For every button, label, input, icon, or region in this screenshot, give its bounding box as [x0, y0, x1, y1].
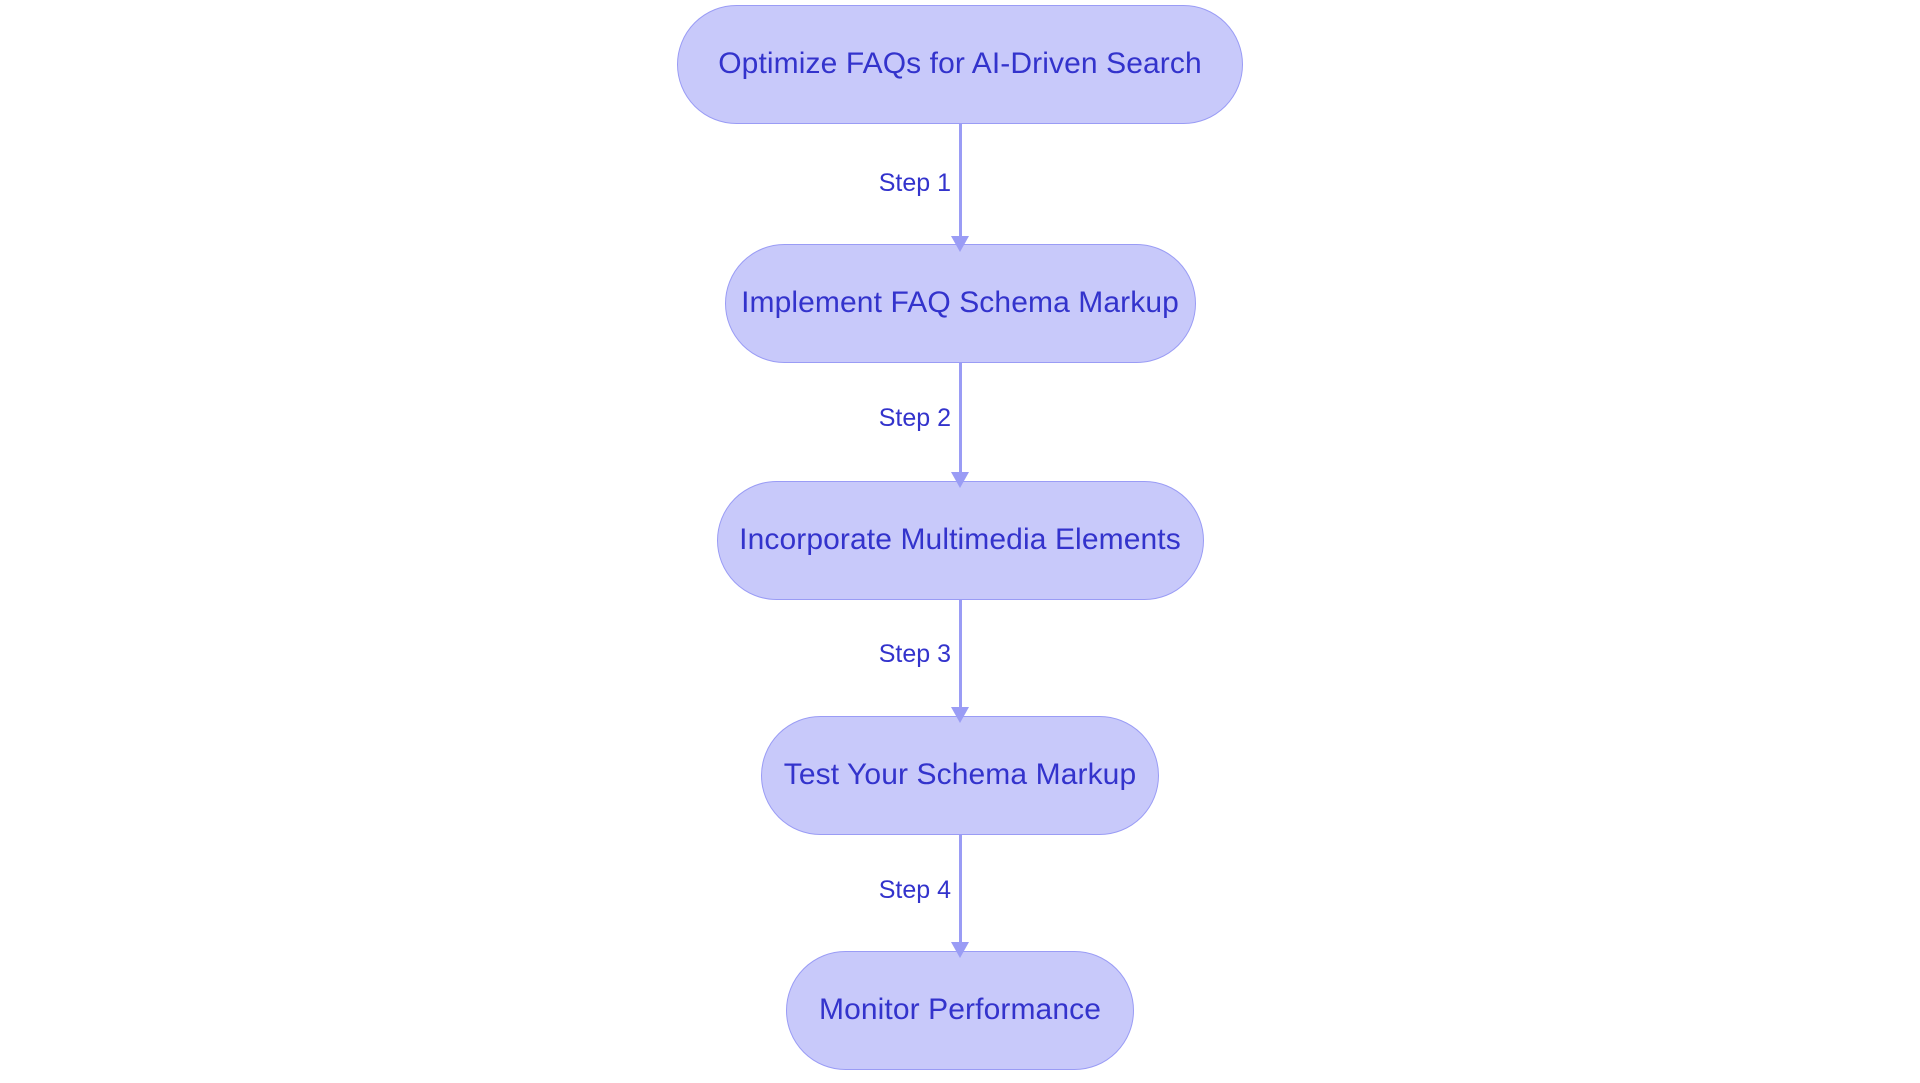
edge-line	[958, 362, 962, 472]
edge-line	[958, 124, 962, 236]
arrow-down-icon	[951, 707, 969, 723]
flowchart-node-test-your-schema-markup[interactable]: Test Your Schema Markup	[761, 715, 1159, 835]
edge-label-step-1: Step 1	[878, 169, 951, 197]
flowchart-node-incorporate-multimedia-elements[interactable]: Incorporate Multimedia Elements	[716, 480, 1204, 600]
edge-label-step-3: Step 3	[878, 640, 951, 668]
arrow-down-icon	[951, 236, 969, 252]
arrow-down-icon	[951, 942, 969, 958]
node-label: Incorporate Multimedia Elements	[739, 523, 1181, 556]
edge-line	[958, 835, 962, 942]
node-label: Test Your Schema Markup	[783, 758, 1137, 791]
edge-line	[958, 600, 962, 707]
flowchart-node-implement-faq-schema-markup[interactable]: Implement FAQ Schema Markup	[724, 243, 1196, 363]
node-label: Monitor Performance	[818, 993, 1101, 1026]
edge-label-step-4: Step 4	[878, 876, 951, 904]
node-label: Optimize FAQs for AI-Driven Search	[718, 47, 1202, 80]
node-label: Implement FAQ Schema Markup	[741, 286, 1179, 319]
flowchart-node-optimize-faqs[interactable]: Optimize FAQs for AI-Driven Search	[677, 4, 1243, 124]
flowchart-node-monitor-performance[interactable]: Monitor Performance	[786, 950, 1134, 1070]
edge-label-step-2: Step 2	[878, 404, 951, 432]
arrow-down-icon	[951, 472, 969, 488]
